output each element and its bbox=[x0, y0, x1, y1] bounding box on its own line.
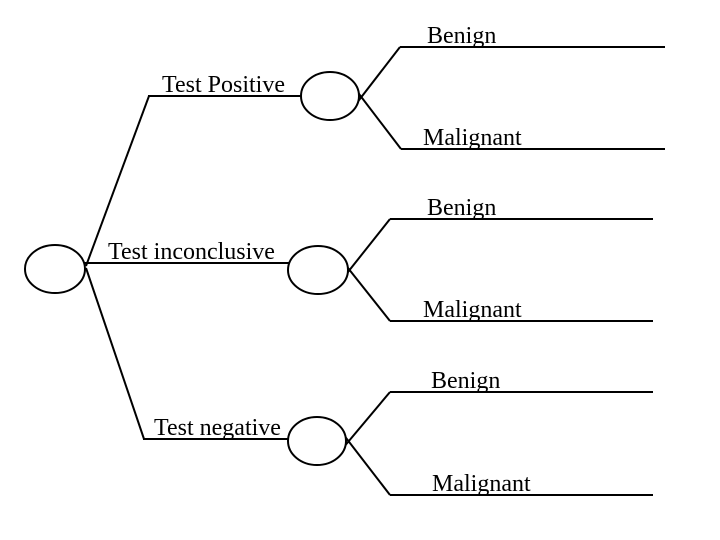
chance-node-test-inconclusive bbox=[287, 245, 349, 295]
edge-negative-benign-diagonal bbox=[342, 391, 391, 449]
outcome-label-inconclusive-benign: Benign bbox=[427, 195, 496, 221]
branch-label-test-positive: Test Positive bbox=[162, 72, 285, 98]
branch-label-test-negative: Test negative bbox=[154, 415, 281, 441]
chance-node-test-negative bbox=[287, 416, 347, 466]
edge-negative-malignant-diagonal bbox=[342, 433, 391, 496]
branch-label-test-inconclusive: Test inconclusive bbox=[108, 239, 275, 265]
chance-node-test-positive bbox=[300, 71, 360, 121]
tree-labels: Test Positive Benign Malignant Test inco… bbox=[108, 23, 531, 497]
edge-inconclusive-malignant-diagonal bbox=[343, 262, 391, 322]
outcome-label-positive-benign: Benign bbox=[427, 23, 496, 49]
edge-inconclusive-benign-diagonal bbox=[343, 218, 391, 278]
edge-test-negative-diagonal bbox=[85, 267, 145, 440]
outcome-label-inconclusive-malignant: Malignant bbox=[423, 297, 522, 323]
outcome-label-negative-benign: Benign bbox=[431, 368, 500, 394]
edge-test-positive-diagonal bbox=[85, 95, 150, 267]
outcome-label-negative-malignant: Malignant bbox=[432, 471, 531, 497]
edge-positive-malignant-diagonal bbox=[355, 89, 402, 150]
root-chance-node bbox=[24, 244, 86, 294]
edge-positive-benign-diagonal bbox=[355, 46, 401, 105]
tree-edges bbox=[84, 46, 665, 496]
outcome-label-positive-malignant: Malignant bbox=[423, 125, 522, 151]
tree-nodes bbox=[24, 71, 360, 466]
